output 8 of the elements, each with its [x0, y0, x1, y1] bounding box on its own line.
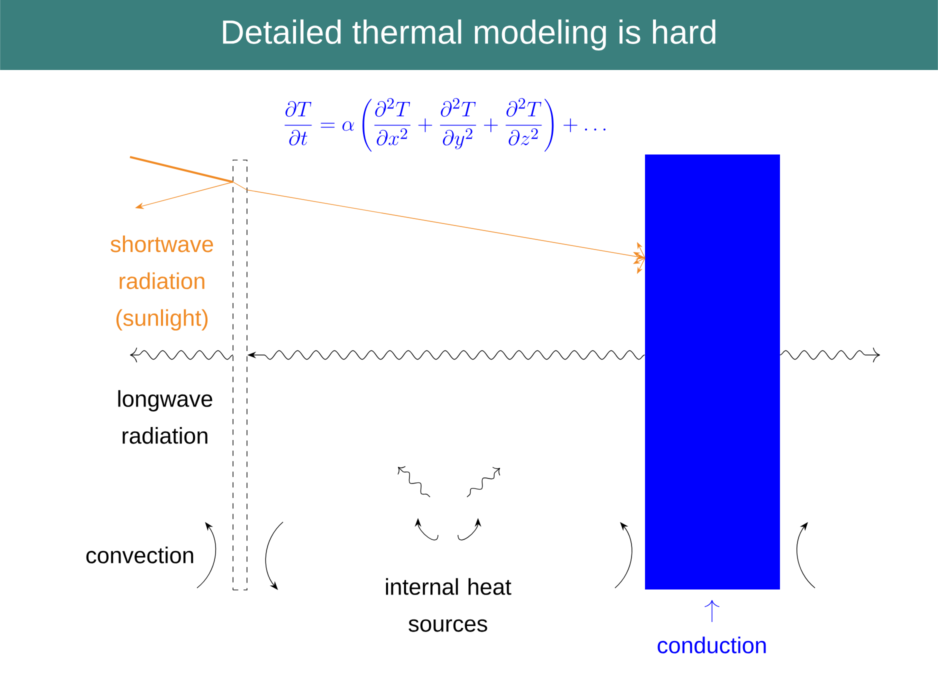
title-banner: Detailed thermal modeling is hard: [0, 0, 938, 70]
annotation-label: internal heat sources: [386, 578, 512, 632]
annotation-label: shortwave radiation (sunlight): [110, 235, 214, 331]
window-pane: [232, 160, 248, 590]
equation: $\frac{\partial T}{\partial t} = \alpha \left( \frac{\partial^2 T}{\partial x^2} + \frac{\partial^2 T}{\partial y^2} + \frac{\partial^2 T}{\partial z^2} \right) + \dots$: [284, 98, 606, 152]
annotation-label: convection: [86, 546, 194, 564]
annotation-label: conduction: [658, 636, 766, 654]
wall: [645, 154, 780, 590]
